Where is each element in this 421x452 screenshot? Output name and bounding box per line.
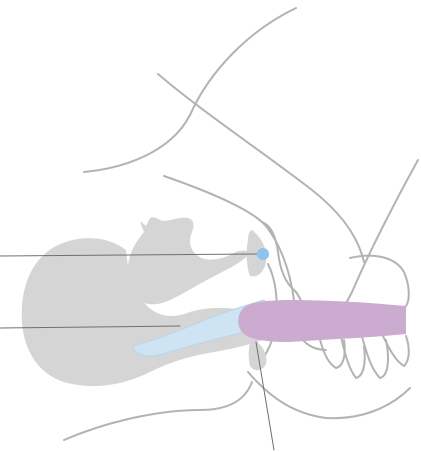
callout-group	[0, 253, 275, 451]
finger-3-contour	[359, 329, 389, 379]
callout-line-3	[255, 341, 275, 451]
uterus-shape	[127, 217, 252, 305]
buttock-contour	[63, 381, 253, 441]
highlighted-finger	[238, 300, 406, 342]
pubic-contour	[261, 221, 297, 293]
marker-dot	[257, 248, 269, 260]
upper-leg-line	[335, 159, 419, 323]
abdomen-contour	[157, 73, 365, 263]
callout-line-2	[0, 325, 181, 329]
tissue-group	[21, 217, 267, 387]
back-contour	[83, 7, 297, 173]
inner-thigh-contour	[163, 175, 295, 301]
finger-4-contour	[379, 329, 410, 367]
thigh-lower-contour	[247, 371, 411, 420]
hand-contour	[349, 254, 410, 307]
urethral-sponge-shape	[246, 230, 267, 277]
callout-line-1	[0, 253, 263, 257]
pelvic-tissue-shape	[21, 238, 266, 387]
finger-2-contour	[339, 331, 366, 379]
